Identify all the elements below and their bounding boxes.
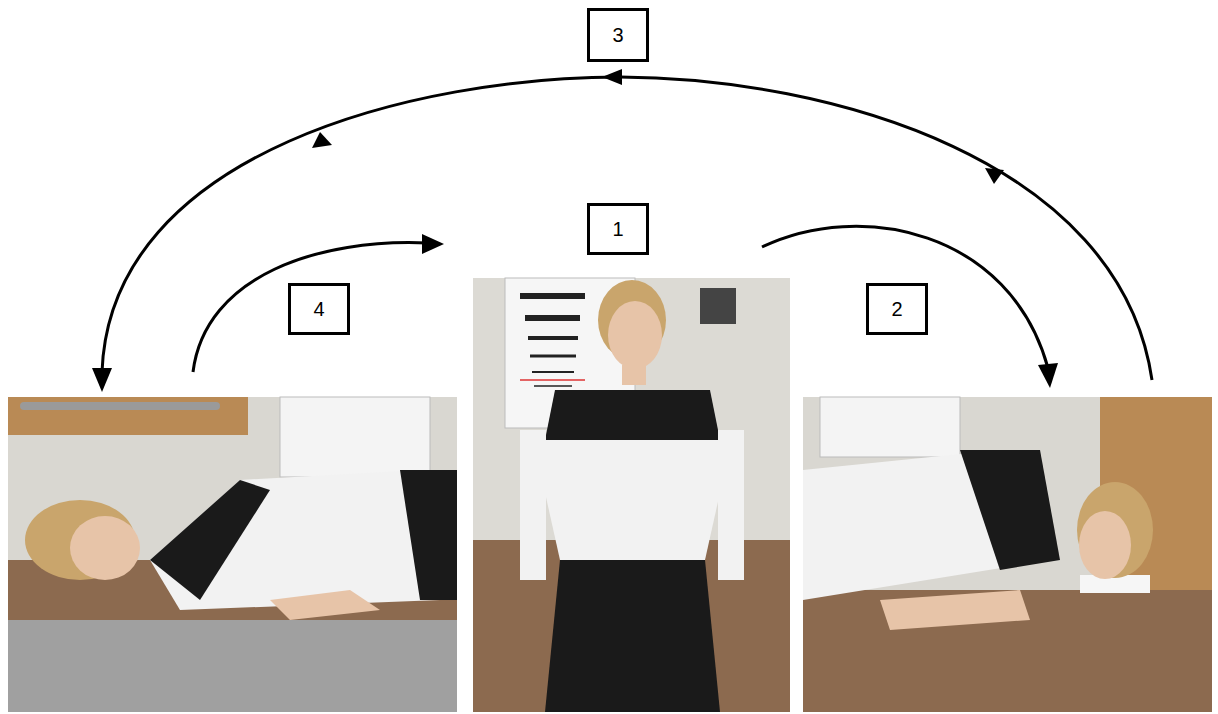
photo-left	[8, 397, 457, 712]
callout-number: 1	[612, 218, 623, 241]
photo-middle	[473, 278, 790, 712]
arrow-lines	[102, 77, 1152, 380]
arrowheads	[92, 69, 1058, 392]
callout-box: 2	[866, 283, 928, 335]
callout-box: 3	[587, 8, 649, 62]
callout-box: 4	[288, 283, 350, 335]
callout-box: 1	[587, 203, 649, 255]
callout-number: 4	[313, 298, 324, 321]
callout-number: 3	[612, 24, 623, 47]
callout-number: 2	[891, 298, 902, 321]
photo-right	[803, 397, 1212, 712]
